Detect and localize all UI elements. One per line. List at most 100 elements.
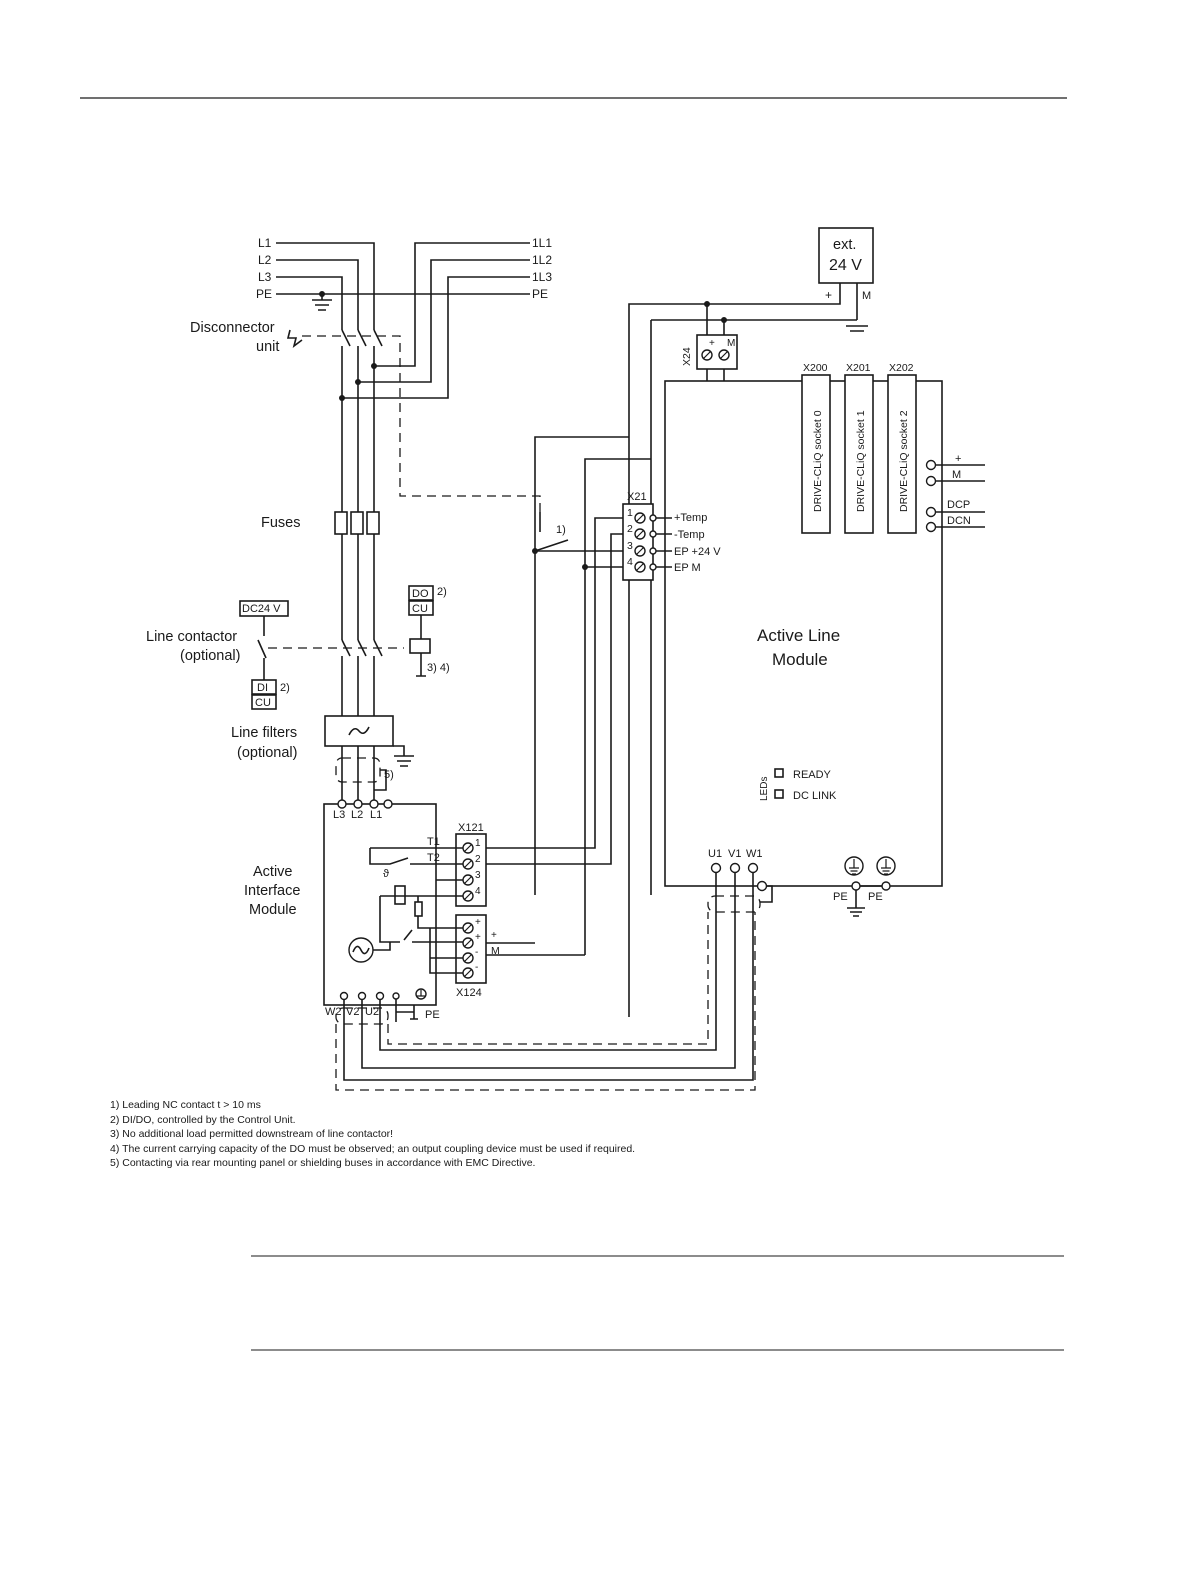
out-label-1l1: 1L1: [532, 236, 552, 250]
x21-pin-3: 3: [627, 540, 633, 552]
x21-signal-temp-minus: -Temp: [674, 529, 705, 541]
do-note: 2): [437, 586, 447, 598]
dcp-label: DCP: [947, 499, 970, 511]
mains-label-l3: L3: [258, 270, 272, 284]
x21-signal-temp-plus: +Temp: [674, 512, 707, 524]
active-line-module: [664, 374, 985, 917]
out-label-1l3: 1L3: [532, 270, 552, 284]
x21-pin-1: 1: [627, 507, 633, 519]
x201-label: X201: [846, 362, 871, 374]
mains-label-l2: L2: [258, 253, 272, 267]
footnotes: 1) Leading NC contact t > 10 ms 2) DI/DO…: [110, 1098, 830, 1171]
disconnector-label-2: unit: [256, 339, 279, 355]
do-label: DO: [412, 588, 429, 600]
x124-pin-4: -: [475, 962, 478, 973]
active-interface-module: [323, 799, 585, 1022]
aim-t2-label: T2: [427, 852, 440, 864]
disconnector-switch: [286, 329, 541, 512]
footnote-5: 5) Contacting via rear mounting panel or…: [110, 1157, 536, 1170]
aim-theta-label: ϑ: [383, 868, 389, 880]
x21-signal-epm: EP M: [674, 562, 701, 574]
x21-label: X21: [627, 491, 647, 503]
x121-pin-1: 1: [475, 838, 481, 849]
aim-title-3: Module: [249, 902, 297, 918]
x121-label: X121: [458, 822, 484, 834]
footnote-2: 2) DI/DO, controlled by the Control Unit…: [110, 1113, 296, 1126]
leds-label: LEDs: [759, 777, 770, 801]
v1-label: V1: [728, 848, 741, 860]
footnote-1: 1) Leading NC contact t > 10 ms: [110, 1099, 261, 1111]
x124-pin-2: +: [475, 932, 481, 943]
x24-terminal: [696, 304, 738, 382]
ext-plus-label: +: [825, 288, 832, 302]
aim-output-u2: U2: [365, 1006, 379, 1018]
dc24v-label: DC24 V: [242, 603, 281, 615]
w1-label: W1: [746, 848, 763, 860]
x24-plus: +: [709, 338, 715, 349]
aim-supply-m: M: [491, 945, 500, 957]
footnote-4: 4) The current carrying capacity of the …: [110, 1142, 636, 1155]
line-filter: [324, 715, 414, 802]
x121-pin-3: 3: [475, 870, 481, 881]
alm-pe-label-1: PE: [833, 891, 848, 903]
filter-note: 5): [384, 769, 394, 781]
line-contactor-label-2: (optional): [180, 648, 240, 664]
dc-plus-label: +: [955, 453, 961, 465]
aim-output-v2: V2: [346, 1006, 359, 1018]
aim-input-l1: L1: [370, 809, 382, 821]
aim-input-l2: L2: [351, 809, 363, 821]
mains-output-labels: 1L1 1L2 1L3 PE: [532, 236, 552, 301]
contactor-di-label: DI: [257, 682, 268, 694]
footnote-3: 3) No additional load permitted downstre…: [110, 1128, 394, 1141]
x21-terminal: [485, 436, 672, 955]
aim-output-w2: W2: [325, 1006, 342, 1018]
x24-label: X24: [681, 347, 693, 366]
ext-m-label: M: [862, 290, 871, 302]
led-dc-link: DC LINK: [793, 790, 837, 802]
line-contactor: [239, 600, 404, 716]
fuses: [334, 511, 380, 640]
contactor-cu-label: CU: [255, 697, 271, 709]
dc-m-label: M: [952, 469, 961, 481]
drive-cliq-socket-1: DRIVE-CLiQ socket 1: [855, 410, 867, 512]
x124-pin-1: +: [475, 917, 481, 928]
do-coil: [408, 585, 434, 677]
alm-pe-label-2: PE: [868, 891, 883, 903]
aim-t1-label: T1: [427, 836, 440, 848]
mains-label-l1: L1: [258, 236, 272, 250]
ext-24v-supply: [628, 227, 874, 1017]
x21-pin-2: 2: [627, 523, 633, 535]
fuses-label: Fuses: [261, 515, 301, 531]
output-cabling: [335, 873, 773, 1091]
aim-title-1: Active: [253, 864, 293, 880]
dcn-label: DCN: [947, 515, 971, 527]
do-cu-label: CU: [412, 603, 428, 615]
contactor-di-note: 2): [280, 682, 290, 694]
aim-title-2: Interface: [244, 883, 300, 899]
x200-label: X200: [803, 362, 828, 374]
out-label-pe: PE: [532, 287, 548, 301]
line-filters-label-2: (optional): [237, 745, 297, 761]
aim-pe-label: PE: [425, 1009, 440, 1021]
x124-label: X124: [456, 987, 482, 999]
mains-input-labels: L1 L2 L3 PE: [256, 236, 272, 301]
u1-label: U1: [708, 848, 722, 860]
ext-label: ext.: [833, 237, 856, 253]
x121-pin-2: 2: [475, 854, 481, 865]
led-ready: READY: [793, 769, 832, 781]
out-label-1l2: 1L2: [532, 253, 552, 267]
drive-cliq-socket-2: DRIVE-CLiQ socket 2: [898, 410, 910, 512]
ext-24v-label: 24 V: [829, 257, 862, 274]
mains-label-pe: PE: [256, 287, 272, 301]
x24-m: M: [727, 338, 735, 349]
aim-supply-plus: +: [491, 930, 497, 941]
disconnector-label-1: Disconnector: [190, 320, 275, 336]
alm-title-2: Module: [772, 650, 828, 669]
x21-pin-4: 4: [627, 556, 633, 568]
drive-cliq-socket-0: DRIVE-CLiQ socket 0: [812, 410, 824, 512]
aim-input-l3: L3: [333, 809, 345, 821]
x21-signal-ep24: EP +24 V: [674, 546, 721, 558]
do-note-2: 3) 4): [427, 662, 450, 674]
line-filters-label-1: Line filters: [231, 725, 297, 741]
